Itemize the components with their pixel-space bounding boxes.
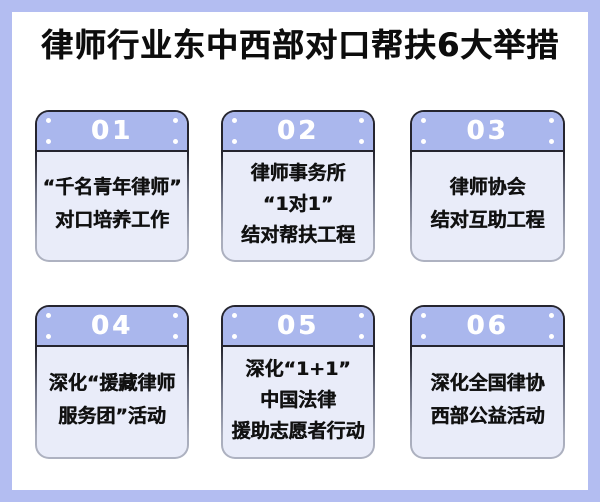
measure-card-02: 02 律师事务所 “1对1” 结对帮扶工程 [221, 110, 375, 262]
card-number: 06 [466, 311, 509, 341]
card-surface: 06 深化全国律协 西部公益活动 [412, 307, 563, 457]
corner-dot-icon [421, 118, 426, 123]
corner-dot-icon [359, 139, 364, 144]
corner-dot-icon [173, 139, 178, 144]
card-text: 深化“援藏律师 服务团”活动 [37, 347, 187, 457]
card-number-header: 01 [37, 112, 187, 152]
card-surface: 05 深化“1+1” 中国法律 援助志愿者行动 [223, 307, 373, 457]
corner-dot-icon [421, 313, 426, 318]
card-surface: 03 律师协会 结对互助工程 [412, 112, 563, 260]
card-number-header: 02 [223, 112, 373, 152]
corner-dot-icon [173, 334, 178, 339]
card-text-line: 深化全国律协 [430, 372, 545, 394]
corner-dot-icon [232, 313, 237, 318]
corner-dot-icon [46, 313, 51, 318]
card-number-header: 04 [37, 307, 187, 347]
card-text-line: 结对帮扶工程 [240, 223, 355, 246]
card-text-line: 西部公益活动 [430, 405, 545, 427]
corner-dot-icon [359, 118, 364, 123]
card-surface: 04 深化“援藏律师 服务团”活动 [37, 307, 187, 457]
measure-card-03: 03 律师协会 结对互助工程 [410, 110, 565, 262]
measure-card-04: 04 深化“援藏律师 服务团”活动 [35, 305, 189, 459]
corner-dot-icon [359, 313, 364, 318]
card-text-line: 中国法律 [259, 388, 336, 411]
card-text: 律师协会 结对互助工程 [412, 152, 563, 260]
card-text-line: 对口培养工作 [54, 209, 169, 231]
corner-dot-icon [232, 118, 237, 123]
card-number: 03 [466, 116, 509, 146]
card-text-line: 结对互助工程 [430, 209, 545, 231]
card-text-line: 深化“援藏律师 [48, 372, 176, 394]
page-title: 律师行业东中西部对口帮扶6大举措 [40, 26, 560, 64]
card-number-header: 05 [223, 307, 373, 347]
card-surface: 02 律师事务所 “1对1” 结对帮扶工程 [223, 112, 373, 260]
card-number: 02 [276, 116, 320, 146]
corner-dot-icon [173, 118, 178, 123]
corner-dot-icon [421, 334, 426, 339]
card-number-header: 06 [412, 307, 563, 347]
corner-dot-icon [232, 334, 237, 339]
corner-dot-icon [173, 313, 178, 318]
card-text: 律师事务所 “1对1” 结对帮扶工程 [223, 152, 373, 260]
corner-dot-icon [549, 313, 554, 318]
measure-card-06: 06 深化全国律协 西部公益活动 [410, 305, 565, 459]
corner-dot-icon [232, 139, 237, 144]
card-text: “千名青年律师” 对口培养工作 [37, 152, 187, 260]
corner-dot-icon [359, 334, 364, 339]
measure-card-01: 01 “千名青年律师” 对口培养工作 [35, 110, 189, 262]
measure-card-05: 05 深化“1+1” 中国法律 援助志愿者行动 [221, 305, 375, 459]
corner-dot-icon [549, 334, 554, 339]
corner-dot-icon [46, 139, 51, 144]
card-text: 深化“1+1” 中国法律 援助志愿者行动 [223, 347, 373, 457]
corner-dot-icon [549, 118, 554, 123]
card-text: 深化全国律协 西部公益活动 [412, 347, 563, 457]
corner-dot-icon [549, 139, 554, 144]
corner-dot-icon [46, 334, 51, 339]
card-text-line: 律师事务所 [250, 161, 346, 184]
card-text-line: 服务团”活动 [58, 405, 166, 427]
card-number: 04 [90, 311, 134, 341]
card-text-line: 援助志愿者行动 [231, 419, 365, 442]
card-number: 05 [276, 311, 320, 341]
corner-dot-icon [421, 139, 426, 144]
card-number: 01 [90, 116, 134, 146]
card-surface: 01 “千名青年律师” 对口培养工作 [37, 112, 187, 260]
corner-dot-icon [46, 118, 51, 123]
card-text-line: 深化“1+1” [245, 357, 351, 380]
poster-canvas: 律师行业东中西部对口帮扶6大举措 01 “千名青年律师” 对口培养工作 [12, 12, 588, 490]
card-number-header: 03 [412, 112, 563, 152]
card-text-line: 律师协会 [449, 176, 526, 198]
card-text-line: “1对1” [262, 192, 334, 215]
card-text-line: “千名青年律师” [42, 176, 182, 198]
